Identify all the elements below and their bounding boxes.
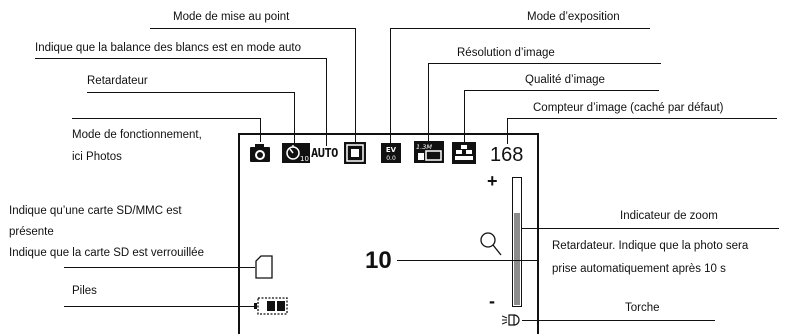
label-quality: Qualité d’image <box>525 74 605 86</box>
label-exposure-mode: Mode d’exposition <box>527 11 620 23</box>
leader-focus-h <box>150 28 356 29</box>
leader-zoom <box>522 228 779 229</box>
label-resolution: Résolution d’image <box>457 47 555 59</box>
leader-torch <box>522 320 715 321</box>
magnifier-icon <box>480 232 502 256</box>
zoom-minus-sign: - <box>489 291 495 311</box>
label-sd-present-line1: Indique qu’une carte SD/MMC est <box>9 205 182 217</box>
leader-wb-v <box>326 58 327 146</box>
leader-quality-h <box>464 90 659 91</box>
label-torch: Torche <box>625 302 660 314</box>
leader-wb-h <box>35 58 327 59</box>
label-sd-present-line2: présente <box>9 226 54 238</box>
leader-timer-h <box>87 92 295 93</box>
screen-top-border <box>238 133 539 135</box>
white-balance-auto: AUTO <box>311 146 338 160</box>
leader-opmode-h <box>72 118 261 119</box>
label-zoom: Indicateur de zoom <box>620 210 718 222</box>
leader-countdown <box>397 260 537 261</box>
quality-icon <box>452 142 476 164</box>
battery-icon <box>254 297 288 315</box>
label-focus-mode: Mode de mise au point <box>173 11 290 23</box>
resolution-icon: 1.3M <box>414 141 444 163</box>
leader-resolution-h <box>428 63 661 64</box>
leader-sd <box>64 267 255 268</box>
label-op-mode-line2: ici Photos <box>72 151 122 163</box>
leader-focus-v <box>355 28 356 142</box>
zoom-track <box>512 177 522 307</box>
label-timer-line2: prise automatiquement après 10 s <box>552 263 726 275</box>
leader-resolution-v <box>428 63 429 141</box>
leader-counter-v <box>507 118 508 144</box>
label-counter: Compteur d’image (caché par défaut) <box>533 102 724 114</box>
sd-card-icon <box>255 255 273 279</box>
label-self-timer: Retardateur <box>87 75 148 87</box>
self-timer-icon: 10 <box>282 143 310 163</box>
leader-quality-v <box>464 90 465 142</box>
leader-battery <box>64 306 254 307</box>
leader-timer-v <box>294 92 295 143</box>
label-timer-line1: Retardateur. Indique que la photo sera <box>552 240 749 252</box>
self-timer-subscript: 10 <box>300 155 309 163</box>
label-op-mode-line1: Mode de fonctionnement, <box>72 129 202 141</box>
label-white-balance: Indique que la balance des blancs est en… <box>35 42 301 54</box>
camera-icon <box>250 144 270 162</box>
screen-right-border <box>537 133 539 334</box>
leader-exposure-h <box>390 28 650 29</box>
screen-left-border <box>238 133 240 334</box>
label-battery: Piles <box>72 285 97 297</box>
leader-exposure-v <box>390 28 391 143</box>
zoom-level-fill <box>514 212 520 305</box>
focus-icon <box>344 142 366 164</box>
torch-icon <box>502 314 520 326</box>
image-counter: 168 <box>490 144 524 166</box>
ev-icon: EV 0.0 <box>381 143 401 163</box>
ev-label: EV <box>386 146 397 154</box>
countdown-number: 10 <box>365 247 392 274</box>
resolution-label: 1.3M <box>416 143 432 151</box>
zoom-plus-sign: + <box>487 171 498 191</box>
ev-value: 0.0 <box>386 155 396 162</box>
leader-counter-h <box>507 118 777 119</box>
leader-opmode-v <box>260 118 261 142</box>
label-sd-locked: Indique que la carte SD est verrouillée <box>9 247 204 259</box>
